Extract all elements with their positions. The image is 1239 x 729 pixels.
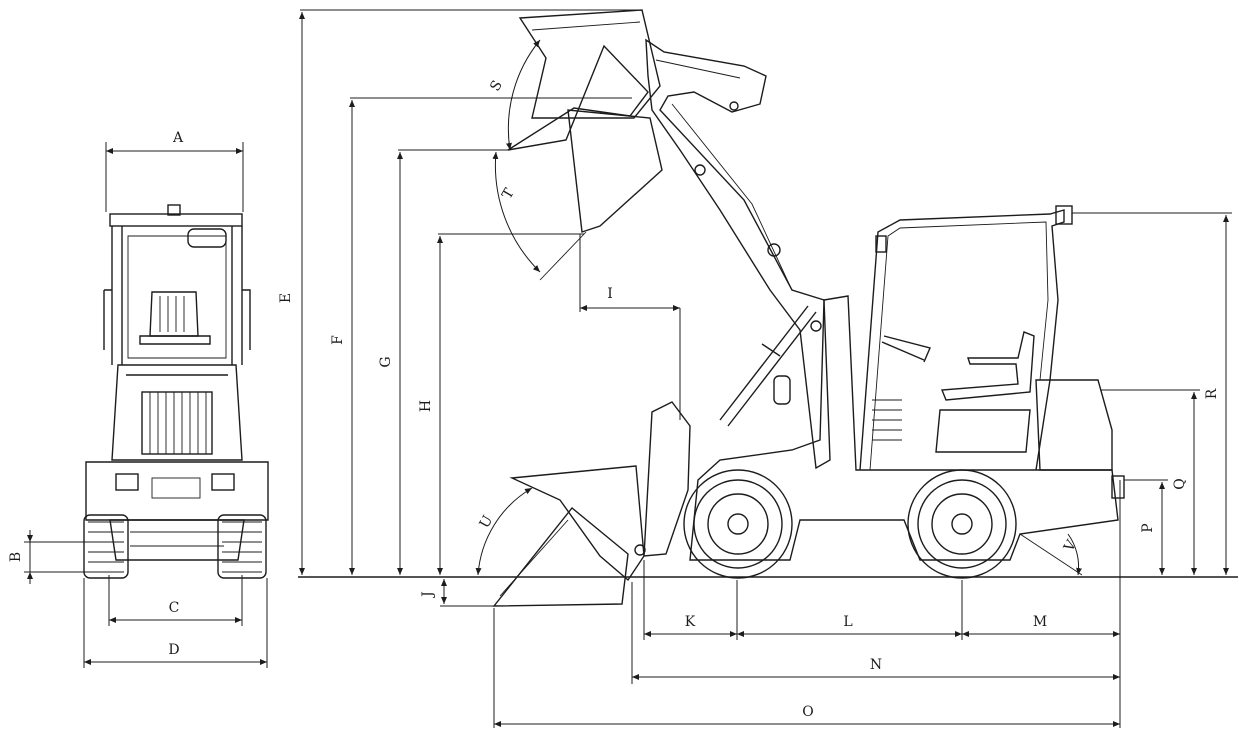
dimension-label-f: F bbox=[330, 335, 346, 345]
dimension-label-i: I bbox=[607, 286, 613, 302]
dimension-label-v: V bbox=[1061, 537, 1081, 555]
front-view bbox=[83, 204, 269, 579]
dimension-label-g: G bbox=[378, 356, 394, 367]
dimension-label-l: L bbox=[843, 614, 852, 630]
dimension-label-c: C bbox=[169, 600, 180, 616]
dimension-label-h: H bbox=[418, 400, 434, 412]
dimension-label-u: U bbox=[477, 513, 497, 531]
dimension-label-p: P bbox=[1140, 523, 1156, 532]
side-view bbox=[298, 9, 1238, 607]
front-wheel bbox=[683, 469, 793, 579]
dimension-label-j: J bbox=[420, 591, 436, 599]
dimension-label-o: O bbox=[802, 704, 813, 720]
rear-wheel bbox=[907, 469, 1017, 579]
dimension-label-r: R bbox=[1204, 388, 1220, 399]
dimension-label-a: A bbox=[172, 130, 184, 146]
dimension-label-q: Q bbox=[1172, 478, 1188, 489]
front-dimensions: A B C D bbox=[8, 130, 268, 668]
dimension-label-m: M bbox=[1033, 614, 1047, 630]
dimension-label-k: K bbox=[685, 614, 696, 630]
dimension-label-t: T bbox=[499, 185, 518, 202]
dimension-label-s: S bbox=[487, 78, 506, 94]
dimension-label-e: E bbox=[278, 293, 294, 303]
side-dimensions: E F G H I J K L M N bbox=[278, 9, 1232, 728]
dimension-label-d: D bbox=[168, 642, 179, 658]
dimension-label-n: N bbox=[870, 657, 882, 673]
dimension-label-b: B bbox=[8, 552, 24, 562]
